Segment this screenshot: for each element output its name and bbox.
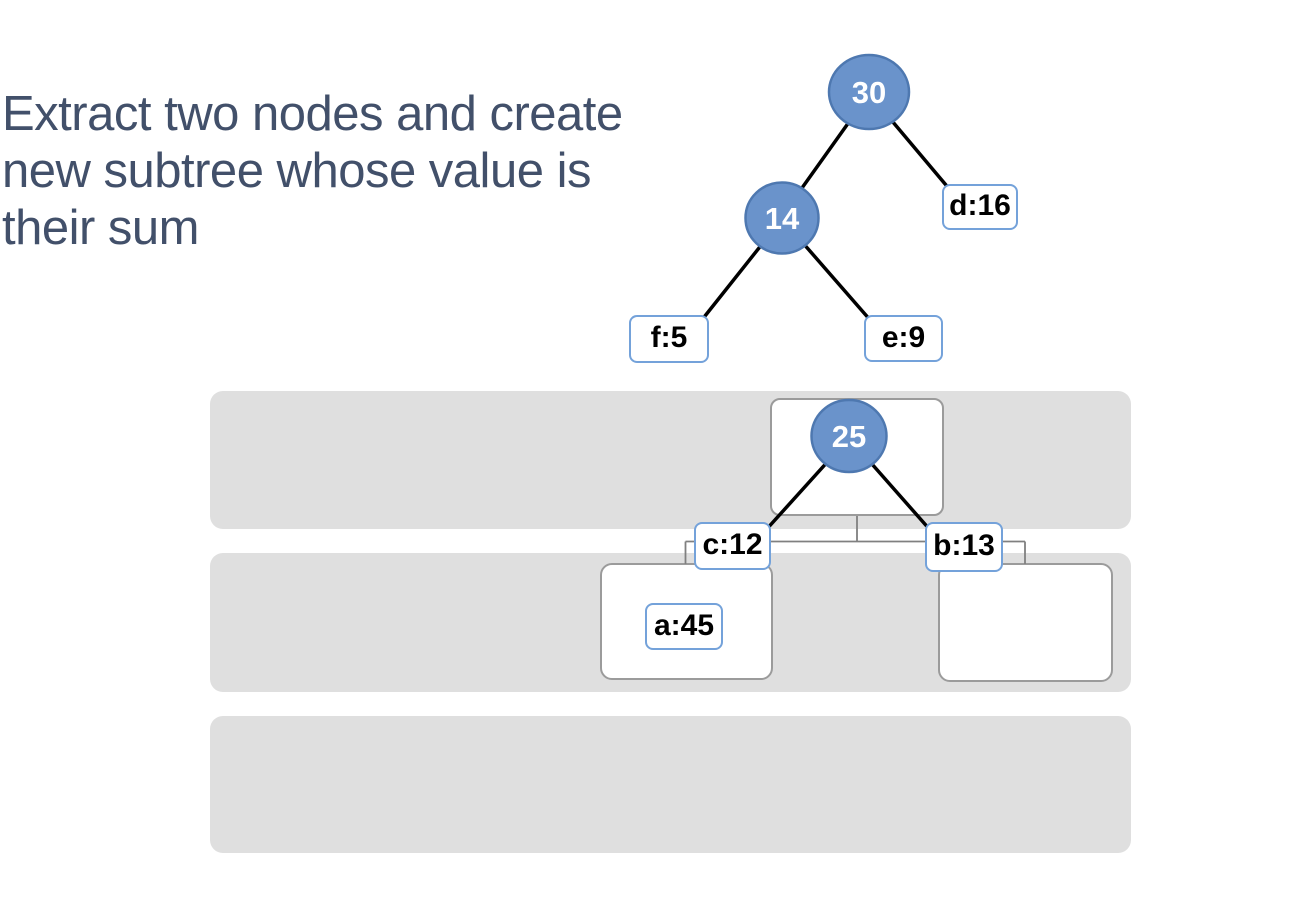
leaf-node-d: d:16 xyxy=(942,184,1018,230)
leaf-node-a-label: a:45 xyxy=(653,608,715,642)
leaf-node-f: f:5 xyxy=(629,315,709,363)
internal-node-14-label: 14 xyxy=(765,201,800,236)
edge-14-e9 xyxy=(780,217,873,323)
new-subtree-container xyxy=(770,398,944,516)
leaf-node-a: a:45 xyxy=(645,603,723,650)
leaf-node-e-label: e:9 xyxy=(881,320,926,354)
slide-title-line-2: new subtree whose value is xyxy=(2,144,591,198)
queue-row-1 xyxy=(210,391,1131,529)
internal-node-14-shape xyxy=(744,181,820,255)
edge-30-14 xyxy=(780,92,871,218)
leaf-node-f-label: f:5 xyxy=(650,321,688,354)
slide-title-line-3: their sum xyxy=(2,201,200,255)
leaf-node-d-label: d:16 xyxy=(949,189,1011,222)
edge-30-d16 xyxy=(869,94,953,193)
queue-row-3 xyxy=(210,716,1131,853)
leaf-node-e: e:9 xyxy=(864,315,943,362)
slide-title: Extract two nodes and create new subtree… xyxy=(2,86,702,257)
leaf-node-c: c:12 xyxy=(694,522,771,570)
internal-node-30-label: 30 xyxy=(852,75,886,110)
leaf-node-c-label: c:12 xyxy=(702,528,763,561)
slide-title-line-1: Extract two nodes and create xyxy=(2,87,623,141)
edge-14-f5 xyxy=(699,217,784,323)
right-child-container xyxy=(938,563,1113,682)
internal-node-30-shape xyxy=(827,53,911,131)
leaf-node-b-label: b:13 xyxy=(933,529,995,562)
leaf-node-b: b:13 xyxy=(925,522,1003,572)
